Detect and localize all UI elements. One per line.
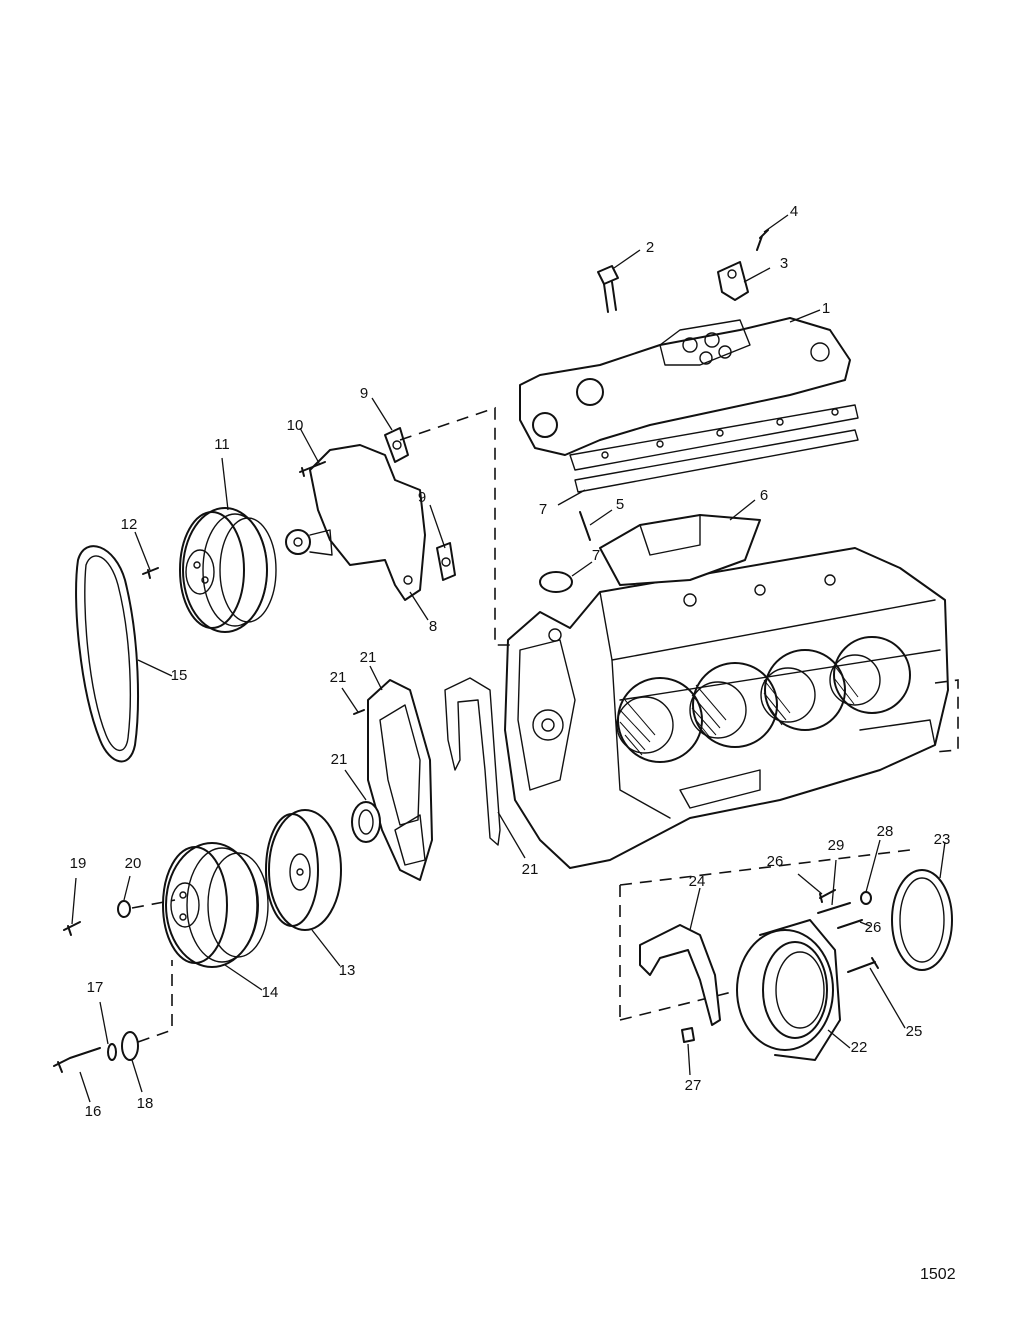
callout-14: 14: [262, 984, 279, 1001]
rear-seal-housing: [736, 919, 841, 1061]
washer-20: [117, 900, 131, 918]
pulley-11: [179, 507, 277, 633]
callout-29: 29: [828, 837, 845, 854]
timing-cover-seal: [351, 801, 381, 843]
callout-22: 22: [851, 1039, 868, 1056]
callout-28: 28: [877, 823, 894, 840]
callout-6: 6: [760, 487, 768, 504]
bolt-21: [353, 709, 365, 715]
callout-25: 25: [906, 1023, 923, 1040]
dashed-guide-block: [934, 679, 959, 753]
bolt-4: [756, 229, 769, 251]
intake-manifold: [519, 317, 859, 471]
callout-8: 8: [429, 618, 437, 635]
dashed-guide-rear: [619, 849, 911, 1021]
drive-belt: [75, 545, 139, 763]
bolt-10: [299, 461, 326, 477]
callout-23: 23: [934, 831, 951, 848]
callout-4: 4: [790, 203, 798, 220]
callout-26-lower: 26: [865, 919, 882, 936]
washer-17: [107, 1043, 117, 1061]
nut-28: [860, 891, 872, 905]
callout-1: 1: [822, 300, 830, 317]
callout-7-upper: 7: [539, 501, 547, 518]
callout-17: 17: [87, 979, 104, 996]
callout-labels: 1 2 3 4 5 6 7 7 8 9 9 10 11 12 13 14 15 …: [70, 203, 951, 1120]
dashed-guide-pump: [399, 406, 512, 646]
callout-10: 10: [287, 417, 304, 434]
callout-21-cover: 21: [360, 649, 377, 666]
callout-19: 19: [70, 855, 87, 872]
rear-main-seal: [891, 869, 953, 971]
callout-27: 27: [685, 1077, 702, 1094]
callout-15: 15: [171, 667, 188, 684]
bolt-19: [63, 921, 81, 936]
crank-pulley: [162, 842, 269, 968]
timing-cover: [367, 679, 433, 881]
callout-9-upper: 9: [360, 385, 368, 402]
seal-ring-7: [539, 571, 573, 593]
callout-18: 18: [137, 1095, 154, 1112]
callout-21-bolt: 21: [330, 669, 347, 686]
callout-24: 24: [689, 873, 706, 890]
harmonic-damper: [265, 809, 342, 931]
manifold-gasket: [574, 429, 859, 493]
dashed-guide-crank-bottom: [137, 960, 173, 1043]
engine-block: [504, 547, 949, 869]
dowel-pin-27: [681, 1027, 695, 1043]
bolt-26-upper: [819, 889, 836, 903]
callout-3: 3: [780, 255, 788, 272]
callout-9-lower: 9: [418, 489, 426, 506]
valley-cover: [599, 514, 761, 586]
callout-11: 11: [214, 436, 230, 453]
callout-5: 5: [616, 496, 624, 513]
callout-21-gasket: 21: [522, 861, 539, 878]
bolt-29: [817, 902, 851, 914]
stud-5: [579, 511, 591, 541]
callout-21-seal: 21: [331, 751, 348, 768]
washer-18: [121, 1031, 139, 1061]
figure-number: 1502: [920, 1266, 956, 1283]
callout-12: 12: [121, 516, 138, 533]
leader-lines: [71, 214, 946, 1103]
callout-2: 2: [646, 239, 654, 256]
water-pump-gasket-lower: [436, 542, 456, 581]
callout-16: 16: [85, 1103, 102, 1120]
callout-13: 13: [339, 962, 356, 979]
water-pump: [285, 444, 426, 601]
bolt-12: [142, 567, 159, 579]
timing-cover-gasket: [444, 677, 501, 846]
water-pump-gasket-upper: [384, 427, 409, 463]
callout-26-upper: 26: [767, 853, 784, 870]
bolt-26-lower: [837, 919, 863, 929]
callout-7-lower: 7: [592, 547, 600, 564]
bracket-3: [717, 261, 749, 301]
rear-housing-gasket: [639, 924, 721, 1026]
dashed-guide-crank-top: [131, 899, 176, 909]
bolt-16: [53, 1047, 101, 1073]
bolt-25: [847, 957, 879, 973]
callout-20: 20: [125, 855, 142, 872]
bolt-2: [597, 265, 619, 313]
